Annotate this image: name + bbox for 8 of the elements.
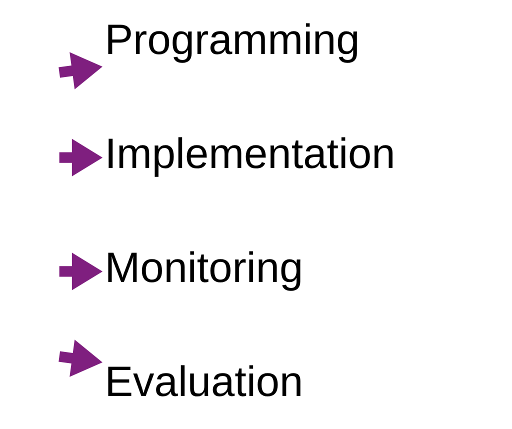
arrow: [58, 52, 102, 90]
arrow: [58, 340, 102, 377]
arrow: [59, 252, 103, 290]
node-text: Programming: [104, 17, 360, 64]
arrow: [59, 138, 103, 176]
node-text: Implementation: [104, 131, 396, 178]
node-text: Evaluation: [104, 358, 304, 406]
node-text: Monitoring: [104, 244, 304, 292]
